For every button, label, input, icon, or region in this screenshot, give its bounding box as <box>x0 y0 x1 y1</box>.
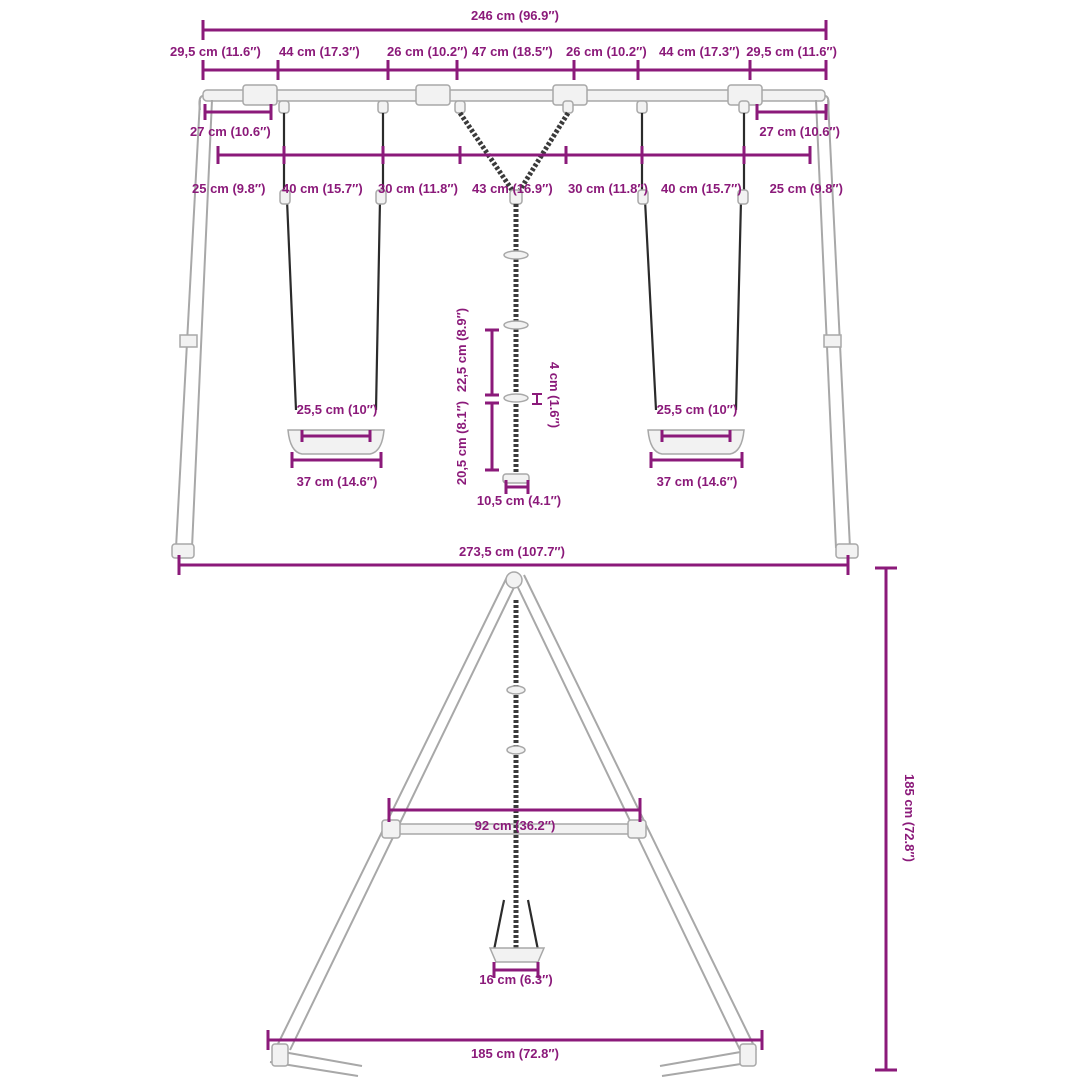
label-height: 185 cm (72.8″) <box>902 774 917 862</box>
left-leg <box>175 99 213 549</box>
dimension-lines <box>177 20 897 1072</box>
bracket-1 <box>242 84 278 106</box>
label-hook-seg-7: 25 cm (9.8″) <box>770 181 843 196</box>
label-top-seg-3: 26 cm (10.2″) <box>387 44 468 59</box>
hooks <box>278 100 750 114</box>
label-top-seg-4: 47 cm (18.5″) <box>472 44 553 59</box>
label-base-side: 185 cm (72.8″) <box>471 1046 559 1061</box>
label-seat-outer-left: 37 cm (14.6″) <box>297 474 378 489</box>
label-hook-seg-3: 30 cm (11.8″) <box>378 181 458 196</box>
label-hook-seg-5: 30 cm (11.8″) <box>568 181 648 196</box>
label-ladder-lower: 20,5 cm (8.1″) <box>454 401 469 485</box>
label-top-seg-7: 29,5 cm (11.6″) <box>746 44 837 59</box>
label-hook-seg-1: 25 cm (9.8″) <box>192 181 265 196</box>
rope-ladder <box>457 111 571 484</box>
label-seat-inner-right: 25,5 cm (10″) <box>657 402 738 417</box>
dimension-labels: 246 cm (96.9″) 29,5 cm (11.6″) 44 cm (17… <box>170 8 917 1061</box>
label-top-seg-6: 44 cm (17.3″) <box>659 44 740 59</box>
label-base-front: 273,5 cm (107.7″) <box>459 544 565 559</box>
side-leg-left <box>274 574 521 1051</box>
label-top-seg-2: 44 cm (17.3″) <box>279 44 360 59</box>
side-seat <box>488 947 546 963</box>
bracket-2 <box>415 84 451 106</box>
side-view <box>269 571 757 1077</box>
label-end-right: 27 cm (10.6″) <box>759 124 840 139</box>
label-top-seg-1: 29,5 cm (11.6″) <box>170 44 261 59</box>
label-seat-inner-left: 25,5 cm (10″) <box>297 402 378 417</box>
side-top-joint <box>505 571 523 589</box>
label-hook-seg-2: 40 cm (15.7″) <box>282 181 363 196</box>
label-top-seg-5: 26 cm (10.2″) <box>566 44 647 59</box>
right-leg <box>815 99 851 549</box>
label-ladder-upper: 22,5 cm (8.9″) <box>454 308 469 392</box>
label-hook-seg-4: 43 cm (16.9″) <box>472 181 553 196</box>
left-foot <box>171 543 195 559</box>
label-ladder-disc: 10,5 cm (4.1″) <box>477 493 561 508</box>
label-crossbar: 92 cm (36.2″) <box>475 818 556 833</box>
right-leg-joint <box>823 334 842 348</box>
label-seat-outer-right: 37 cm (14.6″) <box>657 474 738 489</box>
left-leg-joint <box>179 334 198 348</box>
label-overall-top: 246 cm (96.9″) <box>471 8 559 23</box>
label-side-seat: 16 cm (6.3″) <box>479 972 552 987</box>
label-end-left: 27 cm (10.6″) <box>190 124 271 139</box>
label-ladder-step: 4 cm (1.6″) <box>547 362 562 428</box>
label-hook-seg-6: 40 cm (15.7″) <box>661 181 742 196</box>
side-foot-right <box>659 1049 755 1077</box>
